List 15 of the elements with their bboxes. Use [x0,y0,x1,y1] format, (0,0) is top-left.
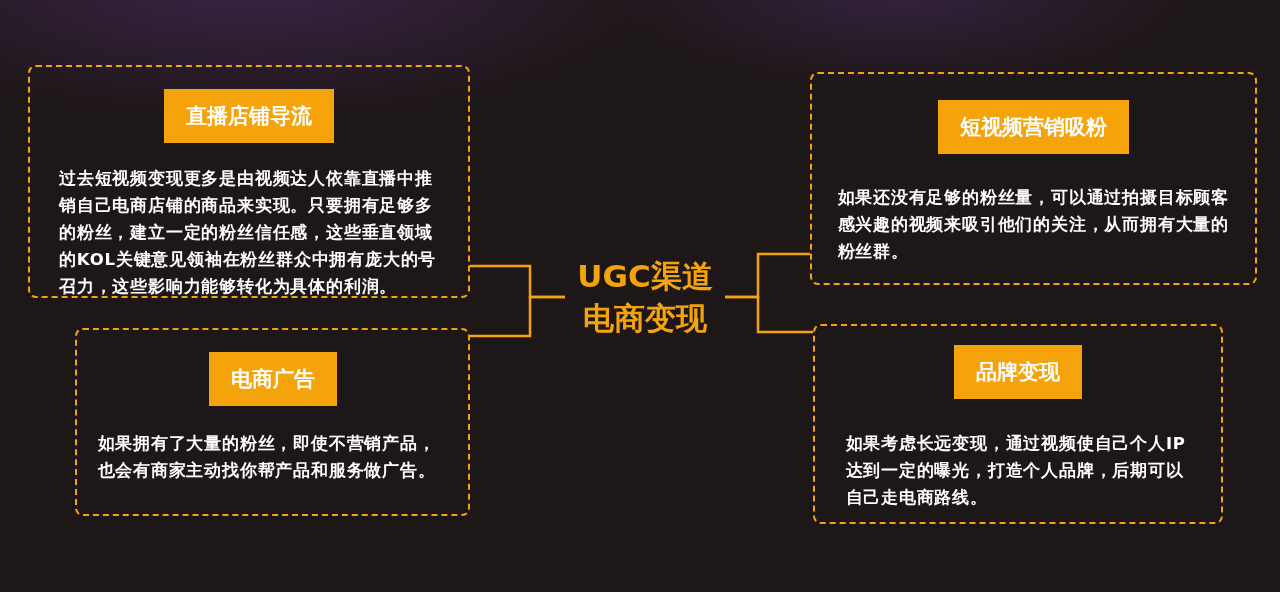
dashed-card [813,324,1223,524]
description-text: 如果拥有了大量的粉丝，即使不营销产品，也会有商家主动找你帮产品和服务做广告。 [97,433,437,482]
heading-badge: 直播店铺导流 [164,89,334,143]
description-text: 如果还没有足够的粉丝量，可以通过拍摄目标顾客感兴趣的视频来吸引他们的关注，从而拥有大量的粉丝群。 [837,187,1230,263]
connector-line [725,295,813,334]
dashed-card [28,65,470,298]
central-title: UGC渠道电商变现 [567,255,723,339]
dashed-card [75,328,470,516]
description-text: 过去短视频变现更多是由视频达人依靠直播中推销自己电商店铺的商品来实现。只要拥有足够多的粉丝，建立一定的粉丝信任感，这些垂直领域的KOL关键意见领袖在粉丝群众中拥有庞大的号召力，这些影响力能够转化为具体的利润。 [59,168,438,298]
heading-badge: 品牌变现 [954,345,1082,399]
description-text: 如果考虑长远变现，通过视频使自己个人IP达到一定的曝光，打造个人品牌，后期可以自己走电商路线。 [845,433,1187,509]
dashed-card [810,72,1257,285]
heading-badge: 短视频营销吸粉 [938,100,1129,154]
heading-badge: 电商广告 [208,352,337,406]
connector-line [470,295,565,338]
